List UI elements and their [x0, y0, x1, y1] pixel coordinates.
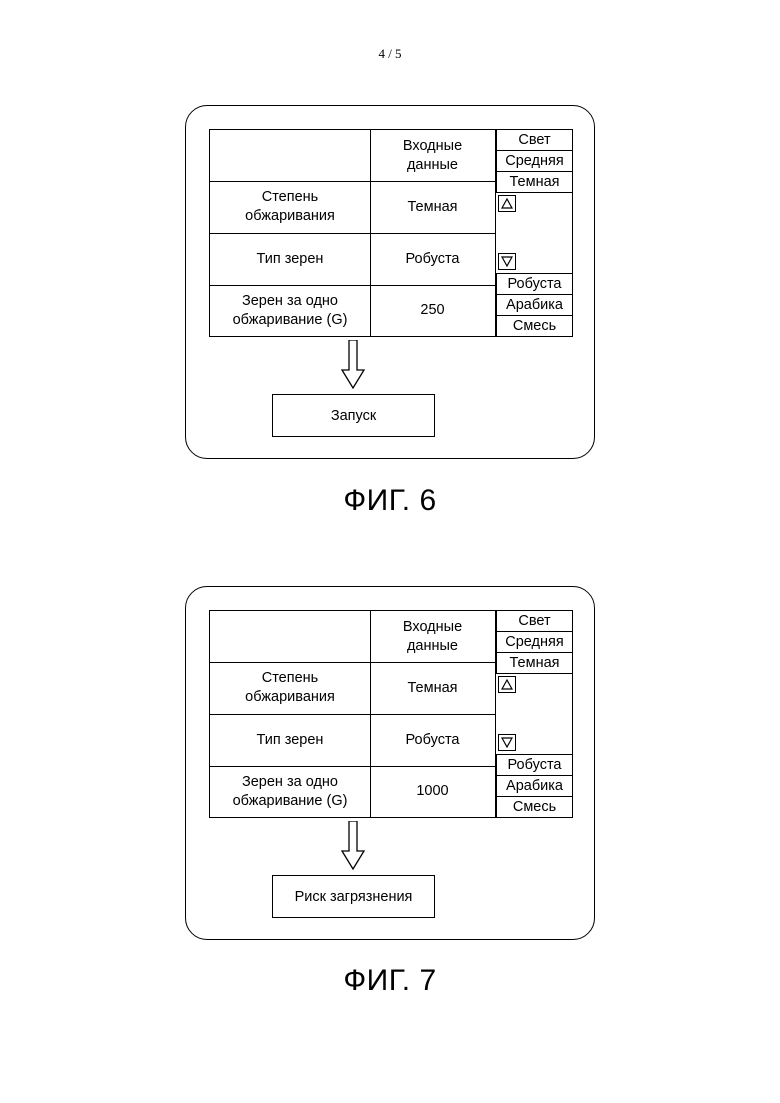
down-arrow-icon	[341, 821, 365, 871]
bean-type-value[interactable]: Робуста	[370, 714, 495, 766]
roast-option-medium[interactable]: Средняя	[496, 631, 573, 653]
figure-7-panel: Входные данные Степень обжаривания Темна…	[185, 586, 595, 940]
roast-option-dark[interactable]: Темная	[496, 652, 573, 674]
scroll-up-icon[interactable]	[498, 676, 516, 693]
bean-type-value[interactable]: Робуста	[370, 233, 495, 285]
scroll-down-icon[interactable]	[498, 253, 516, 270]
figure-6-caption: ФИГ. 6	[0, 484, 780, 518]
roast-option-light[interactable]: Свет	[496, 610, 573, 632]
roast-option-dark[interactable]: Темная	[496, 171, 573, 193]
bean-option-arabica[interactable]: Арабика	[496, 775, 573, 797]
bean-option-blend[interactable]: Смесь	[496, 315, 573, 337]
beans-per-roast-label: Зерен за одно обжаривание (G)	[210, 766, 370, 817]
beans-per-roast-value[interactable]: 1000	[370, 766, 495, 817]
roast-option-light[interactable]: Свет	[496, 129, 573, 151]
roast-degree-value[interactable]: Темная	[370, 181, 495, 233]
roast-degree-value[interactable]: Темная	[370, 662, 495, 714]
contamination-risk-button[interactable]: Риск загрязнения	[272, 875, 435, 918]
scroll-up-icon[interactable]	[498, 195, 516, 212]
empty-header-cell	[210, 611, 370, 662]
input-data-header: Входные данные	[370, 611, 495, 662]
bean-option-arabica[interactable]: Арабика	[496, 294, 573, 316]
page-number: 4 / 5	[0, 46, 780, 62]
scroll-down-icon[interactable]	[498, 734, 516, 751]
start-button[interactable]: Запуск	[272, 394, 435, 437]
figure-7-caption: ФИГ. 7	[0, 964, 780, 998]
bean-option-robusta[interactable]: Робуста	[496, 273, 573, 295]
roast-degree-label: Степень обжаривания	[210, 181, 370, 233]
bean-type-label: Тип зерен	[210, 233, 370, 285]
roast-option-medium[interactable]: Средняя	[496, 150, 573, 172]
roast-degree-label: Степень обжаривания	[210, 662, 370, 714]
bean-option-robusta[interactable]: Робуста	[496, 754, 573, 776]
input-data-header: Входные данные	[370, 130, 495, 181]
empty-header-cell	[210, 130, 370, 181]
figure-6-panel: Входные данные Степень обжаривания Темна…	[185, 105, 595, 459]
bean-type-label: Тип зерен	[210, 714, 370, 766]
beans-per-roast-value[interactable]: 250	[370, 285, 495, 336]
bean-option-blend[interactable]: Смесь	[496, 796, 573, 818]
beans-per-roast-label: Зерен за одно обжаривание (G)	[210, 285, 370, 336]
down-arrow-icon	[341, 340, 365, 390]
